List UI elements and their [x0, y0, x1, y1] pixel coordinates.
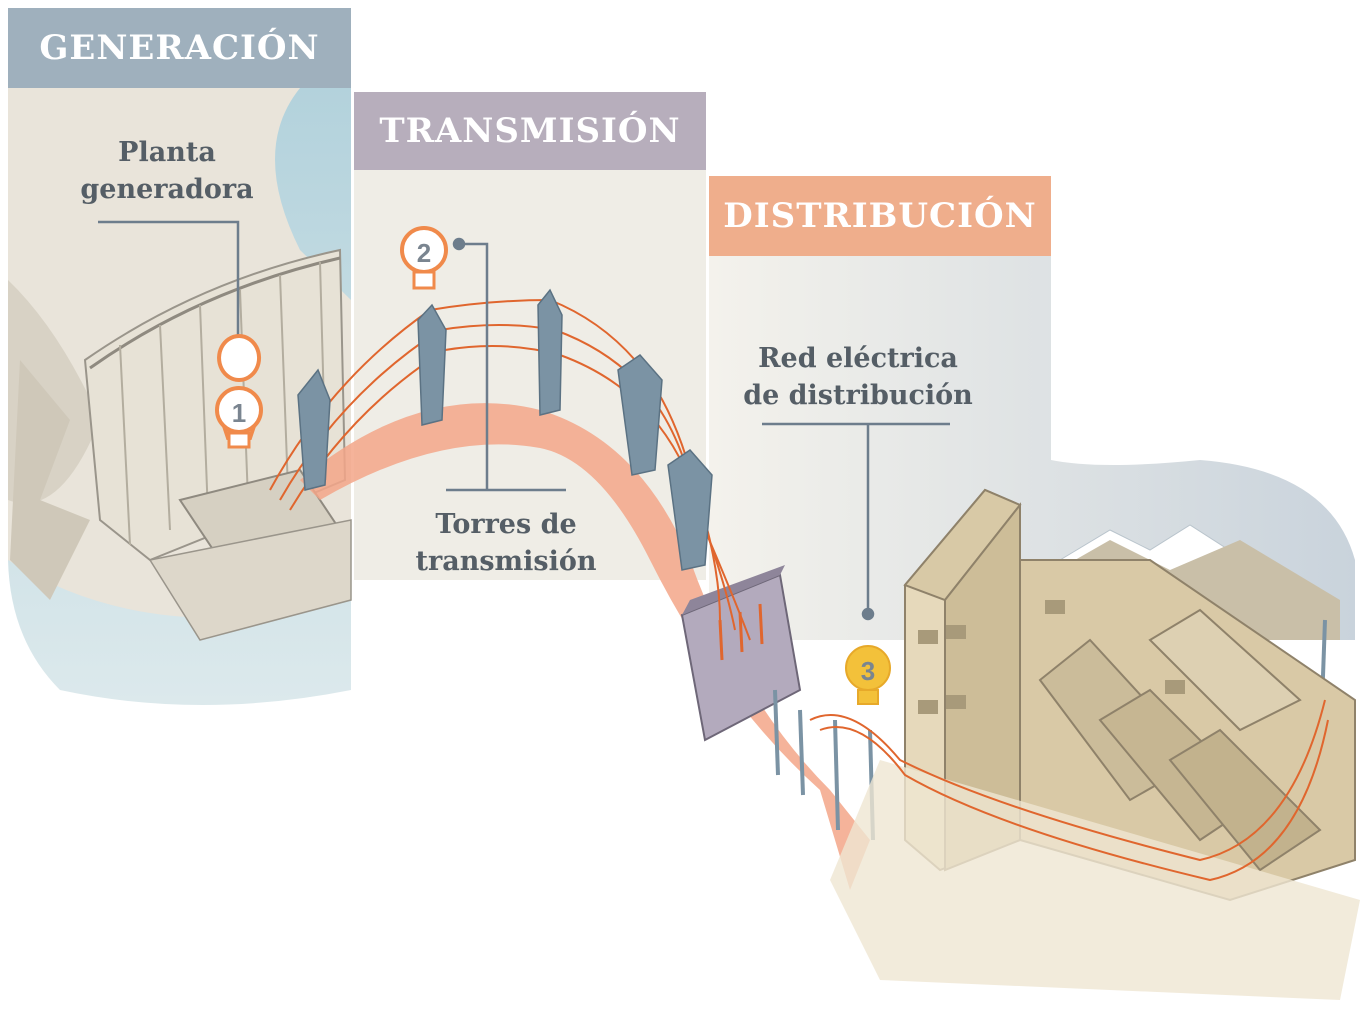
transmission-towers-label-line-2: transmisión	[415, 546, 597, 577]
distribution-grid-label-line-1: Red eléctrica	[758, 343, 958, 374]
transmission-towers-label: Torres de transmisión	[402, 506, 610, 580]
distribution-header: DISTRIBUCIÓN	[709, 176, 1051, 256]
power-plant-label-line-2: generadora	[80, 174, 254, 205]
transformer	[680, 565, 802, 742]
generation-panel	[8, 88, 352, 705]
transmission-header: TRANSMISIÓN	[354, 92, 706, 170]
power-plant-label: Planta generadora	[60, 134, 274, 208]
svg-text:1: 1	[232, 398, 246, 428]
energy-flow-arrow	[300, 403, 870, 890]
generation-header: GENERACIÓN	[8, 8, 351, 88]
power-plant-label-line-1: Planta	[118, 137, 216, 168]
svg-text:2: 2	[417, 238, 431, 268]
bulb-marker-1: 1	[215, 334, 263, 449]
transmission-towers-label-line-1: Torres de	[435, 509, 577, 540]
transmission-towers	[297, 288, 713, 571]
distribution-grid-label: Red eléctrica de distribución	[730, 340, 986, 414]
bulb-marker-3: 3	[845, 645, 891, 705]
bulb-marker-2: 2	[400, 226, 448, 290]
distribution-grid-label-line-2: de distribución	[743, 380, 973, 411]
svg-text:3: 3	[861, 656, 875, 686]
